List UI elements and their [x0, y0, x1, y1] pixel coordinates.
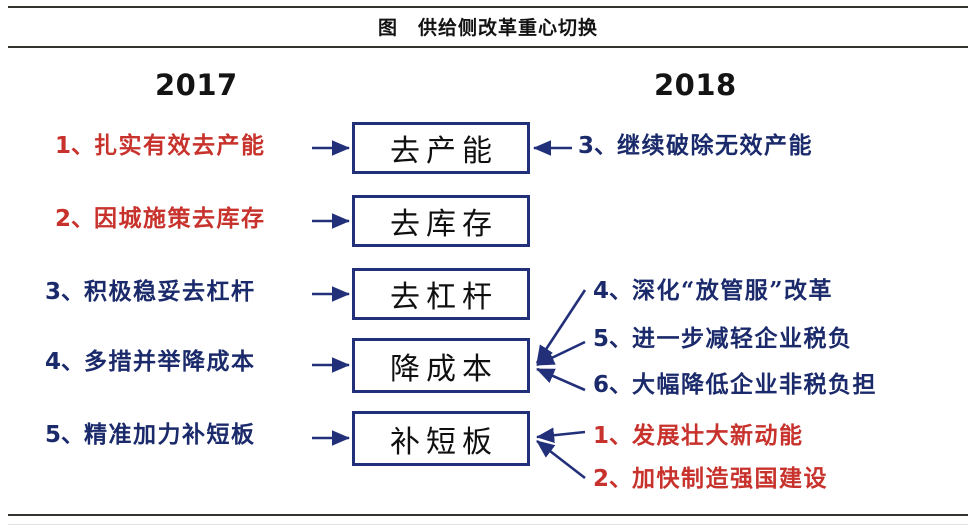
arrow-right-6-to-box5: [536, 439, 586, 480]
left-item-1-number: 1、: [55, 133, 95, 159]
box-jiang-cheng-ben: 降成本: [352, 338, 530, 393]
right-item-3: 5、进一步减轻企业税负: [593, 325, 853, 353]
right-item-1-label: 继续破除无效产能: [617, 132, 814, 159]
arrow-right-5-to-box5: [535, 427, 586, 443]
right-item-1-number: 3、: [578, 133, 618, 159]
left-item-4-label: 多措并举降成本: [84, 348, 256, 375]
box-qu-gang-gan: 去杠杆: [352, 268, 530, 320]
rule-top: [8, 6, 968, 8]
right-item-6-label: 加快制造强国建设: [632, 465, 829, 492]
right-item-6: 2、加快制造强国建设: [593, 465, 828, 493]
left-item-3-label: 积极稳妥去杠杆: [84, 278, 256, 305]
right-item-4: 6、大幅降低企业非税负担: [593, 371, 877, 399]
rule-footer-faint: [8, 524, 968, 525]
rule-under-title: [8, 46, 968, 48]
right-item-1: 3、继续破除无效产能: [578, 132, 813, 160]
left-item-4-number: 4、: [45, 349, 85, 375]
left-item-3-number: 3、: [45, 279, 85, 305]
right-item-5: 1、发展壮大新动能: [593, 422, 804, 450]
box-bu-duan-ban: 补短板: [352, 411, 530, 466]
left-item-2-label: 因城施策去库存: [94, 205, 266, 232]
right-item-5-number: 1、: [593, 423, 633, 449]
arrow-right-3-to-box4: [536, 340, 586, 367]
arrow-right-4-to-box4: [536, 367, 586, 392]
column-header-2018: 2018: [654, 68, 737, 102]
left-item-2-number: 2、: [55, 206, 95, 232]
right-item-3-number: 5、: [593, 326, 633, 352]
box-qu-chan-neng: 去产能: [352, 122, 530, 174]
box-qu-ku-cun: 去库存: [352, 195, 530, 247]
left-item-4: 4、多措并举降成本: [45, 348, 256, 376]
right-item-5-label: 发展壮大新动能: [632, 422, 804, 449]
arrow-right-2-to-box4: [535, 289, 587, 364]
right-item-6-number: 2、: [593, 466, 633, 492]
right-item-4-label: 大幅降低企业非税负担: [632, 371, 878, 398]
left-item-5-label: 精准加力补短板: [84, 421, 256, 448]
right-item-2: 4、深化“放管服”改革: [593, 277, 833, 305]
left-item-5-number: 5、: [45, 422, 85, 448]
left-item-2: 2、因城施策去库存: [55, 205, 266, 233]
left-item-1: 1、扎实有效去产能: [55, 132, 266, 160]
rule-bottom: [8, 514, 968, 516]
right-item-3-label: 进一步减轻企业税负: [632, 325, 853, 352]
left-item-5: 5、精准加力补短板: [45, 421, 256, 449]
right-item-4-number: 6、: [593, 372, 633, 398]
left-item-3: 3、积极稳妥去杠杆: [45, 278, 256, 306]
figure-title: 图 供给侧改革重心切换: [377, 17, 598, 39]
column-header-2017: 2017: [155, 68, 238, 102]
right-item-2-number: 4、: [593, 278, 633, 304]
right-item-2-label: 深化“放管服”改革: [632, 277, 833, 304]
left-item-1-label: 扎实有效去产能: [94, 132, 266, 159]
